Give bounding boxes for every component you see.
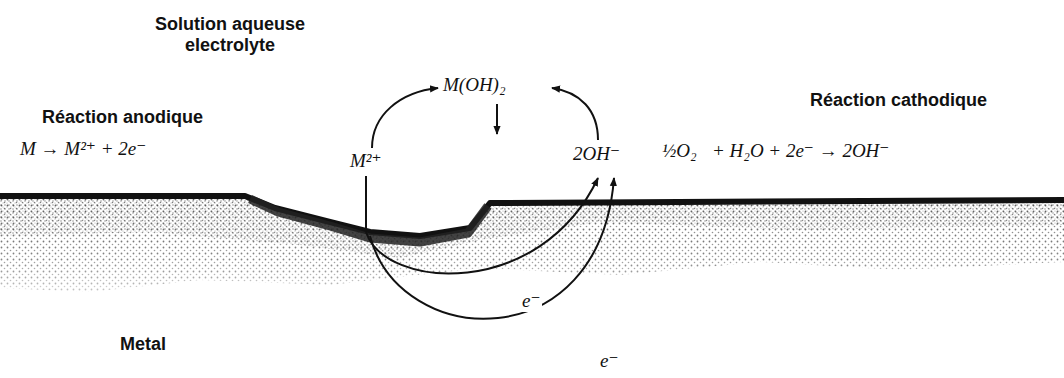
reaction-equation: + H₂O + 2e⁻ → 2OH⁻ <box>712 140 889 162</box>
electron-arrow <box>370 178 614 319</box>
reaction-title: Réaction cathodique <box>810 90 987 111</box>
electron-label: e⁻ <box>520 290 542 312</box>
electron-arrow <box>366 178 598 274</box>
ion-arrow <box>372 88 438 148</box>
ion-path <box>365 176 367 232</box>
chemical-species: M(OH)₂ <box>443 74 506 96</box>
chemical-species: ½O₂ <box>662 140 697 162</box>
hydroxide-film <box>250 199 488 242</box>
reaction-equation: M → M²⁺ + 2e⁻ <box>20 138 146 160</box>
chemical-species: M²⁺ <box>350 150 382 172</box>
material-label: Metal <box>120 334 166 355</box>
precipitate-arrow <box>496 104 498 134</box>
chemical-species: 2OH⁻ <box>573 143 620 165</box>
region-label: Solution aqueuse electrolyte <box>130 14 330 55</box>
reaction-title: Réaction anodique <box>42 107 203 128</box>
metal-surface <box>0 196 1064 236</box>
hydroxide-arrow <box>552 88 598 140</box>
metal-body <box>0 196 1064 292</box>
electron-label: e⁻ <box>598 350 620 372</box>
